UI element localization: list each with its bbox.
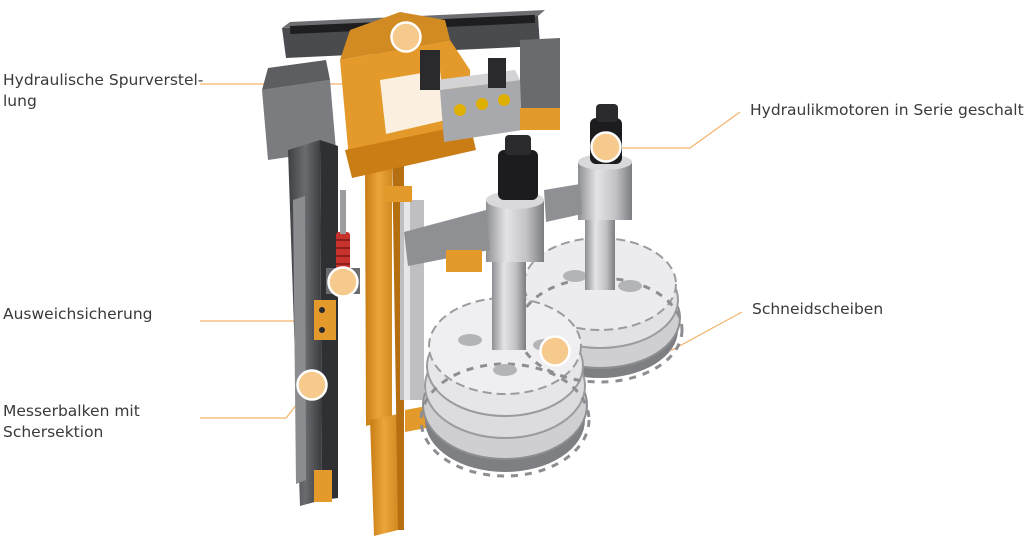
label-schneidscheiben: Schneidscheiben (752, 300, 884, 318)
orange-brackets (384, 108, 560, 272)
label-hydraulikmotoren: Hydraulikmotoren in Serie geschaltet (750, 101, 1024, 119)
knife-bar (288, 140, 338, 506)
motor-shafts (404, 104, 632, 350)
label-spurverstellung: Hydraulische Spurverstel- lung (3, 70, 203, 112)
label-messerbalken-line2: Schersektion (3, 423, 104, 441)
label-spurverstellung-line1: Hydraulische Spurverstel- (3, 71, 204, 89)
marker-ausweichsicherung (327, 266, 359, 298)
label-messerbalken-line1: Messerbalken mit (3, 402, 140, 420)
marker-messerbalken (296, 369, 328, 401)
label-ausweichsicherung: Ausweichsicherung (3, 305, 153, 323)
machine-illustration (262, 10, 684, 536)
callout-markers (296, 21, 622, 401)
valve-block (420, 50, 522, 142)
marker-schneidscheiben (539, 335, 571, 367)
label-spurverstellung-line2: lung (3, 92, 37, 110)
label-messerbalken: Messerbalken mit Schersektion (3, 401, 140, 443)
leader-hydraulikmotoren (606, 111, 741, 149)
marker-hydraulikmotoren (590, 131, 622, 163)
marker-spurverstellung (390, 21, 422, 53)
